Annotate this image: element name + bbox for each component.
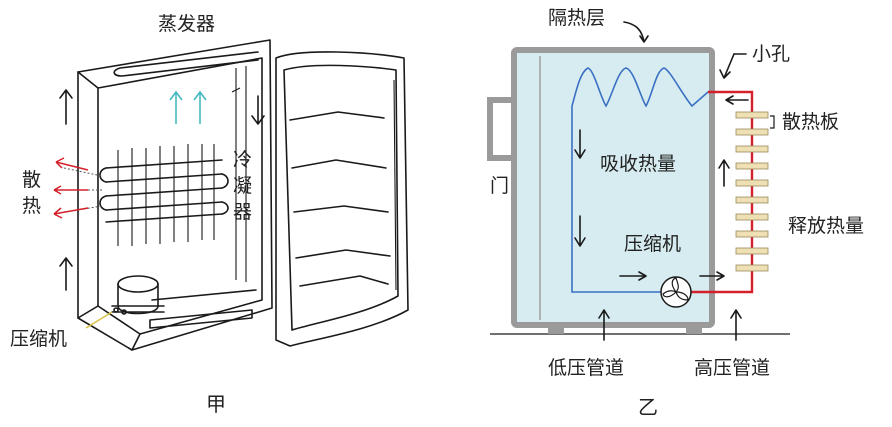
figure-b-fridge xyxy=(487,21,790,341)
label-heat-2: 热 xyxy=(22,195,41,217)
figure-a-fridge xyxy=(53,39,409,351)
cold-air-arrows xyxy=(169,90,207,124)
label-absorb-heat: 吸收热量 xyxy=(600,153,676,175)
label-door: 门 xyxy=(490,175,509,197)
low-pressure-pipe xyxy=(571,67,709,293)
fridge-cabinet-outline xyxy=(77,39,273,351)
label-high-pressure-pipe: 高压管道 xyxy=(694,357,770,379)
heat-dissipation-arrows xyxy=(53,157,89,219)
label-small-hole: 小孔 xyxy=(752,43,790,65)
label-insulation-layer: 隔热层 xyxy=(548,7,605,29)
cabinet-insulation xyxy=(511,47,715,328)
flow-arrows xyxy=(574,21,749,341)
heat-sink-fins xyxy=(735,111,769,272)
airflow-arrows xyxy=(59,89,265,291)
label-heat-sink: 散热板 xyxy=(782,111,839,133)
compressor-b xyxy=(660,276,692,308)
bottom-tray xyxy=(149,309,253,329)
compressor-a xyxy=(111,275,165,315)
label-condenser-2: 凝 xyxy=(233,175,252,197)
high-pressure-pipe xyxy=(686,90,754,294)
label-compressor-a: 压缩机 xyxy=(10,328,67,350)
label-heat-1: 散 xyxy=(22,169,41,191)
label-evaporator: 蒸发器 xyxy=(158,13,215,35)
label-compressor-b: 压缩机 xyxy=(624,233,681,255)
evaporator-coil xyxy=(113,51,259,77)
label-release-heat: 释放热量 xyxy=(788,215,864,237)
label-condenser-3: 器 xyxy=(233,201,252,223)
fridge-door xyxy=(275,51,409,347)
caption-a: 甲 xyxy=(206,392,226,416)
label-condenser-1: 冷 xyxy=(233,149,252,171)
condenser-lines xyxy=(231,66,247,282)
condenser-coil-grid xyxy=(99,144,229,246)
caption-b: 乙 xyxy=(638,395,658,419)
label-low-pressure-pipe: 低压管道 xyxy=(548,357,624,379)
door-handle xyxy=(487,97,514,161)
